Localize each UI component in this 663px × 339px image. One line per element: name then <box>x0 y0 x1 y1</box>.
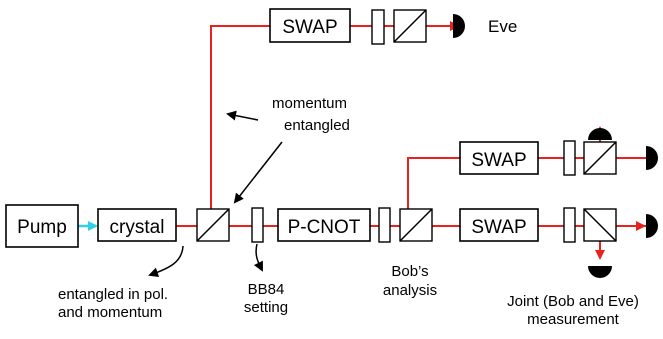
crystal-label: crystal <box>110 217 165 238</box>
bob-analysis-label-line1: Bob’s <box>391 263 428 280</box>
detector-icon <box>646 214 658 238</box>
swap-upper-box: SWAP <box>459 141 539 175</box>
eve-label: Eve <box>488 17 517 36</box>
pcnot-label: P-CNOT <box>288 217 361 238</box>
waveplate-icon <box>563 207 576 243</box>
swap-lower-label: SWAP <box>471 217 526 238</box>
detector-icon <box>453 14 465 38</box>
beam-splitter-icon <box>583 141 617 175</box>
entangled-label-line1: entangled in pol. <box>58 286 168 303</box>
beam-splitter-icon <box>393 9 427 43</box>
waveplate-icon <box>378 207 391 243</box>
swap-eve-box: SWAP <box>269 8 351 43</box>
swap-lower-box: SWAP <box>459 208 539 242</box>
pcnot-box: P-CNOT <box>277 208 371 242</box>
joint-measurement-label-line2: measurement <box>527 311 620 328</box>
waveplate-icon <box>371 9 385 45</box>
bb84-label-line2: setting <box>244 299 288 316</box>
beam-splitter-icon <box>583 208 617 242</box>
bb84-pointer-arrow <box>253 243 263 272</box>
detector-icon <box>588 266 612 278</box>
crystal-box: crystal <box>97 208 177 242</box>
momentum-entangled-label-line2: entangled <box>284 117 350 134</box>
waveplate-icon <box>563 140 576 176</box>
beam-splitter-icon <box>399 208 433 242</box>
beam-splitter-icon <box>196 208 230 242</box>
momentum-entangled-label-line1: momentum <box>272 95 347 112</box>
detector-icon <box>646 146 658 170</box>
entangled-pointer-arrow <box>148 245 184 278</box>
pump-label: Pump <box>17 217 67 238</box>
momentum-pointer-arrow <box>233 141 283 204</box>
joint-measurement-label-line1: Joint (Bob and Eve) <box>507 293 639 310</box>
swap-upper-label: SWAP <box>471 150 526 171</box>
bb84-label-line1: BB84 <box>248 281 285 298</box>
bob-analysis-label-line2: analysis <box>383 282 437 299</box>
detector-icon <box>588 128 612 140</box>
pump-box: Pump <box>5 204 79 248</box>
swap-eve-label: SWAP <box>282 17 337 38</box>
momentum-pointer-arrow <box>226 110 259 121</box>
entangled-label-line2: and momentum <box>58 304 162 321</box>
waveplate-icon <box>251 207 264 243</box>
